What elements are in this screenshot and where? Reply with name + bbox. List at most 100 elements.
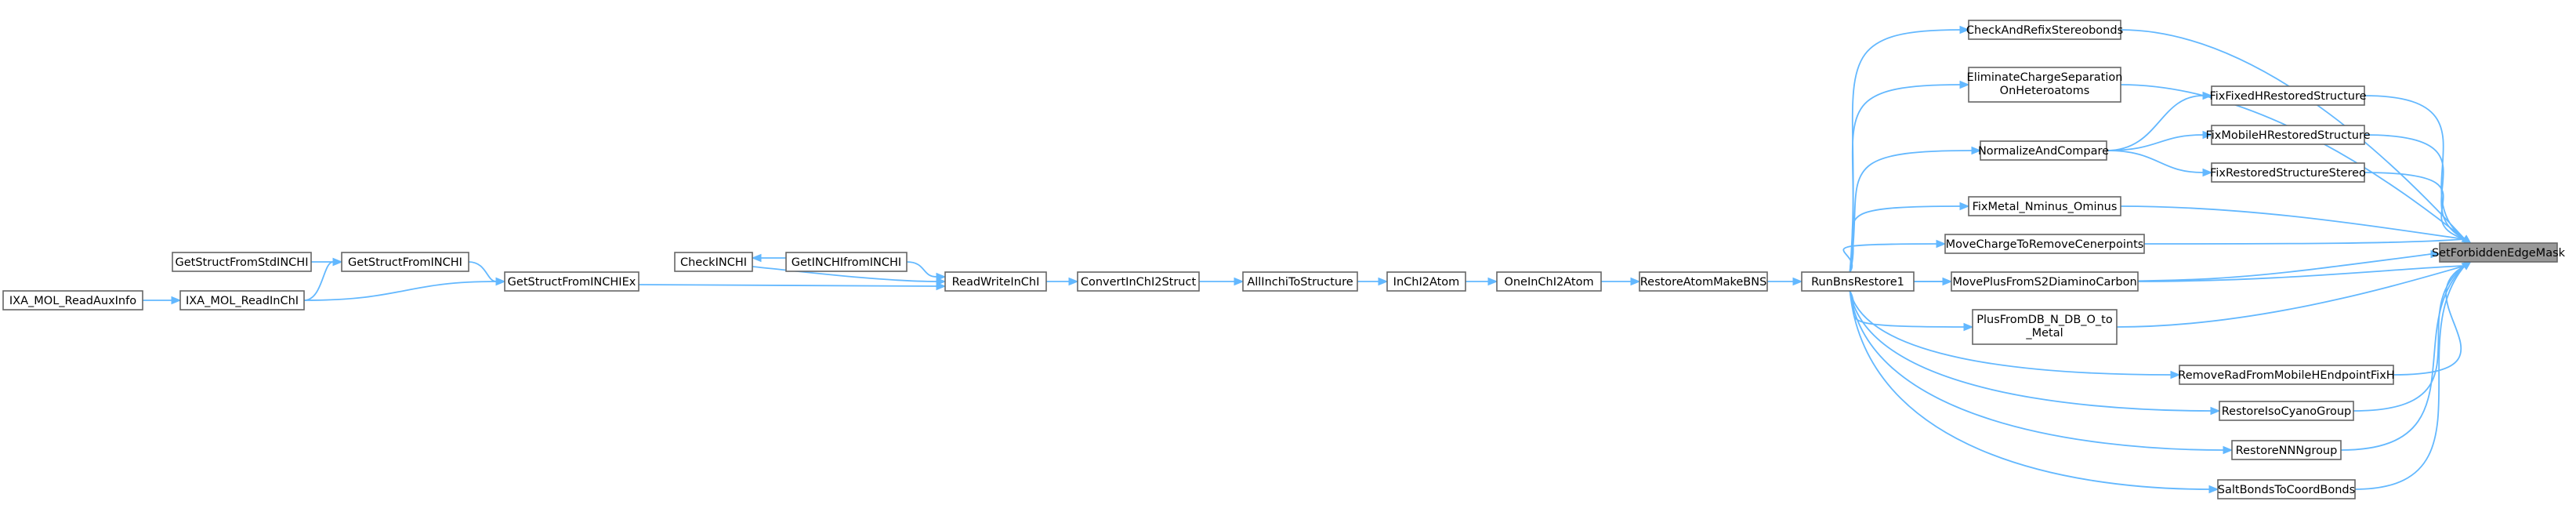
node-box[interactable]	[1968, 196, 2121, 216]
edge-line	[1849, 290, 2210, 490]
node-box[interactable]	[1980, 140, 2107, 161]
node-restorennn[interactable]: RestoreNNNgroup	[2231, 440, 2342, 460]
edge-arrowhead	[495, 277, 506, 286]
nodes-layer: SetForbiddenEdgeMask CheckAndRefixStereob…	[2, 20, 2566, 499]
edge-normalize-to-fixmobileh	[2106, 130, 2213, 151]
node-label: GetStructFromINCHI	[348, 256, 462, 269]
node-box[interactable]	[785, 252, 908, 272]
edge-runbns-to-restorennn	[1849, 290, 2234, 455]
node-label: PlusFromDB_N_DB_O_to	[1976, 314, 2113, 326]
node-checkandrefix[interactable]: CheckAndRefixStereobonds	[1966, 20, 2123, 40]
node-movecharge[interactable]: MoveChargeToRemoveCenerpoints	[1944, 234, 2145, 254]
node-inchi2atom[interactable]: InChI2Atom	[1386, 271, 1466, 292]
node-fixmetal[interactable]: FixMetal_Nminus_Ominus	[1968, 196, 2121, 216]
edge-normalize-to-fixrestoredstereo	[2106, 150, 2213, 177]
node-label: RemoveRadFromMobileHEndpointFixH	[2178, 369, 2394, 382]
edge-arrowhead	[2170, 370, 2181, 380]
node-box[interactable]	[1496, 271, 1602, 292]
node-label: OneInChI2Atom	[1504, 276, 1593, 289]
node-box[interactable]	[1639, 271, 1768, 292]
edge-line	[468, 261, 497, 282]
node-setforbidden[interactable]: SetForbiddenEdgeMask	[2432, 242, 2566, 263]
node-getinchifrom[interactable]: GetINCHIfromINCHI	[785, 252, 908, 272]
node-plusfromdb[interactable]: PlusFromDB_N_DB_O_to_Metal	[1972, 309, 2118, 345]
edge-line	[2106, 134, 2204, 151]
edge-runbns-to-fixmetal	[1849, 202, 1970, 273]
node-label: ReadWriteInChI	[952, 276, 1040, 289]
node-readwrite[interactable]: ReadWriteInChI	[944, 271, 1047, 292]
edge-removerad-to-setforbidden	[2393, 260, 2473, 376]
node-getstructstd[interactable]: GetStructFromStdINCHI	[172, 252, 312, 272]
node-label: GetStructFromStdINCHI	[176, 256, 309, 269]
edge-line	[906, 261, 937, 278]
edge-getstructex-to-readwrite	[638, 281, 947, 291]
node-ixareadaux[interactable]: IXA_MOL_ReadAuxInfo	[2, 290, 143, 311]
node-label: _Metal	[2025, 327, 2063, 340]
node-box[interactable]	[2211, 162, 2365, 183]
node-allinchi[interactable]: AllInchiToStructure	[1242, 271, 1358, 292]
node-box[interactable]	[179, 290, 305, 311]
node-box[interactable]	[172, 252, 312, 272]
node-box[interactable]	[2211, 125, 2365, 145]
edge-line	[2354, 265, 2465, 490]
edge-line	[2106, 150, 2204, 173]
node-box[interactable]	[2179, 365, 2394, 385]
node-oneinchi2atom[interactable]: OneInChI2Atom	[1496, 271, 1602, 292]
edge-line	[1849, 290, 2172, 376]
node-restoreiso[interactable]: RestoreIsoCyanoGroup	[2219, 401, 2354, 421]
node-box[interactable]	[504, 271, 639, 292]
node-saltbonds[interactable]: SaltBondsToCoordBonds	[2217, 479, 2356, 499]
node-normalize[interactable]: NormalizeAndCompare	[1978, 140, 2109, 161]
node-restoreatom[interactable]: RestoreAtomMakeBNS	[1639, 271, 1768, 292]
node-box[interactable]	[2219, 401, 2354, 421]
edge-line	[2364, 172, 2465, 240]
edge-line	[1842, 243, 1937, 273]
node-label: FixFixedHRestoredStructure	[2209, 90, 2366, 103]
node-label: InChI2Atom	[1393, 276, 1460, 289]
node-box[interactable]	[1077, 271, 1200, 292]
node-fixmobileh[interactable]: FixMobileHRestoredStructure	[2205, 125, 2371, 145]
edge-readwrite-to-convertinchi	[1046, 277, 1079, 286]
node-moveplus[interactable]: MovePlusFromS2DiaminoCarbon	[1951, 271, 2139, 292]
node-box[interactable]	[2439, 242, 2558, 263]
node-box[interactable]	[674, 252, 753, 272]
node-label: IXA_MOL_ReadInChI	[186, 295, 299, 307]
node-box[interactable]	[2231, 440, 2342, 460]
edge-line	[2393, 265, 2465, 376]
node-runbns[interactable]: RunBnsRestore1	[1801, 271, 1915, 292]
node-removerad[interactable]: RemoveRadFromMobileHEndpointFixH	[2178, 365, 2395, 385]
edge-runbns-to-plusfromdb	[1849, 290, 1974, 332]
node-fixfixedh[interactable]: FixFixedHRestoredStructure	[2209, 85, 2367, 106]
edge-runbns-to-saltbonds	[1849, 290, 2219, 494]
edge-line	[2364, 134, 2465, 240]
node-box[interactable]	[2, 290, 143, 311]
node-box[interactable]	[944, 271, 1047, 292]
node-box[interactable]	[1951, 271, 2139, 292]
node-ixareadinchi[interactable]: IXA_MOL_ReadInChI	[179, 290, 305, 311]
node-box[interactable]	[2217, 479, 2356, 499]
node-box[interactable]	[341, 252, 469, 272]
edge-fixfixedh-to-setforbidden	[2364, 95, 2473, 245]
node-label: MoveChargeToRemoveCenerpoints	[1946, 238, 2144, 251]
node-box[interactable]	[1242, 271, 1358, 292]
node-getstructfrom[interactable]: GetStructFromINCHI	[341, 252, 469, 272]
edge-arrowhead	[1234, 277, 1245, 286]
node-box[interactable]	[1801, 271, 1915, 292]
node-box[interactable]	[1944, 234, 2145, 254]
node-box[interactable]	[1968, 67, 2121, 103]
node-getstructex[interactable]: GetStructFromINCHIEx	[504, 271, 639, 292]
node-box[interactable]	[1968, 20, 2121, 40]
edge-runbns-to-movecharge	[1842, 239, 1947, 273]
node-checkinchi[interactable]: CheckINCHI	[674, 252, 753, 272]
edge-arrowhead	[1959, 80, 1970, 89]
node-box[interactable]	[1386, 271, 1466, 292]
edge-arrowhead	[1971, 146, 1982, 155]
node-box[interactable]	[2211, 85, 2365, 106]
edge-inchi2atom-to-oneinchi2atom	[1466, 277, 1498, 286]
node-convertinchi[interactable]: ConvertInChI2Struct	[1077, 271, 1200, 292]
node-box[interactable]	[1972, 309, 2118, 345]
edge-arrowhead	[2210, 406, 2221, 416]
edge-arrowhead	[171, 296, 182, 305]
node-fixrestoredstereo[interactable]: FixRestoredStructureStereo	[2210, 162, 2366, 183]
